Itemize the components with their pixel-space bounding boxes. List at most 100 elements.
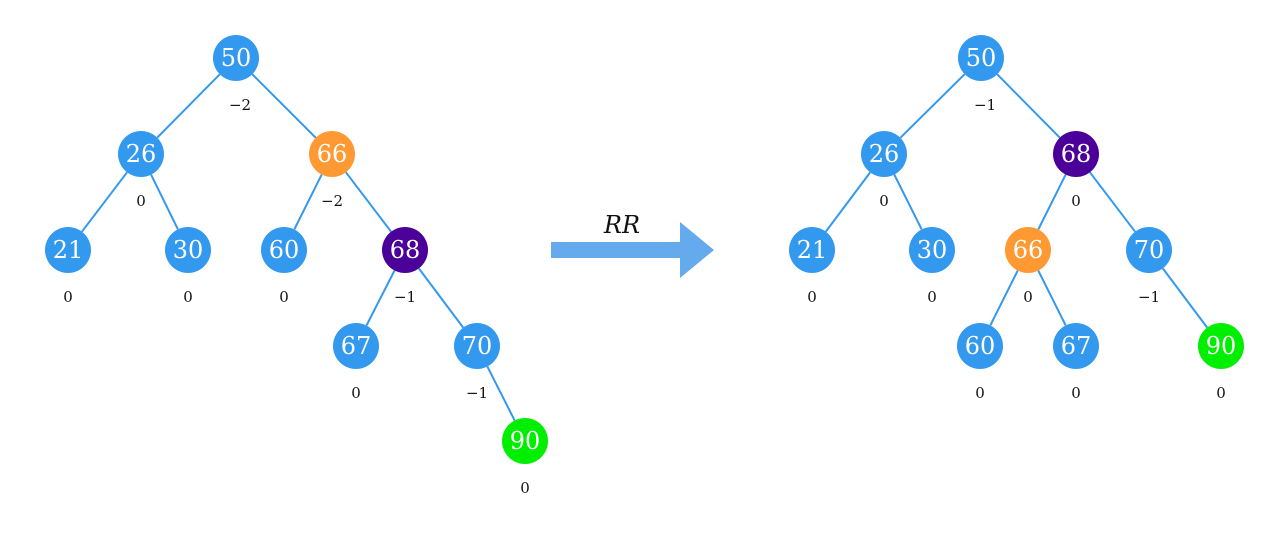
tree-node-60: 60 0 (261, 227, 307, 306)
node-value: 26 (869, 140, 900, 168)
node-circle (118, 131, 164, 177)
node-value: 67 (1061, 332, 1092, 360)
tree-edge (251, 73, 317, 139)
tree-node-26: 260 (118, 131, 164, 210)
node-circle (861, 131, 907, 177)
node-value: 21 (797, 236, 828, 264)
node-circle (213, 35, 259, 81)
tree-before-rotation: 50 −2 260 66 −2 21 0 30 0 60 0 68 −1 67 0 70 −1 90 0 (45, 35, 548, 497)
node-circle (1053, 131, 1099, 177)
balance-factor: 0 (975, 384, 985, 402)
balance-factor: 0 (520, 479, 530, 497)
balance-factor: 0 (279, 288, 289, 306)
tree-edge (1037, 174, 1067, 230)
balance-factor: −2 (229, 96, 251, 114)
node-value: 50 (966, 44, 997, 72)
tree-edge (1037, 270, 1067, 326)
tree-edge (417, 267, 465, 329)
tree-node-30: 30 0 (909, 227, 955, 306)
node-circle (1198, 323, 1244, 369)
node-circle (958, 35, 1004, 81)
balance-factor: 0 (1071, 192, 1081, 210)
node-circle (1053, 323, 1099, 369)
tree-edge (486, 366, 516, 421)
node-circle (333, 323, 379, 369)
tree-node-50: 50 −1 (958, 35, 1004, 114)
rotation-label: RR (603, 211, 640, 239)
node-value: 60 (269, 236, 300, 264)
tree-node-70: 70 −1 (454, 323, 500, 402)
tree-node-90: 90 0 (502, 418, 548, 497)
node-circle (454, 323, 500, 369)
node-value: 30 (917, 236, 948, 264)
node-value: 68 (390, 236, 421, 264)
rotation-arrow-group: RR (551, 211, 714, 278)
balance-factor: 0 (807, 288, 817, 306)
node-value: 70 (462, 332, 493, 360)
node-circle (1126, 227, 1172, 273)
node-circle (909, 227, 955, 273)
tree-edge (81, 171, 128, 233)
balance-factor: 0 (927, 288, 937, 306)
balance-factor: −1 (394, 288, 416, 306)
tree-edge (345, 171, 392, 233)
tree-node-26: 260 (861, 131, 907, 210)
tree-node-50: 50 −2 (213, 35, 259, 114)
tree-edge (1089, 171, 1136, 233)
node-value: 60 (965, 332, 996, 360)
tree-edge (156, 73, 221, 139)
tree-node-67: 67 0 (333, 323, 379, 402)
node-value: 90 (510, 427, 541, 455)
node-value: 70 (1134, 236, 1165, 264)
node-value: 68 (1061, 140, 1092, 168)
tree-edge (365, 270, 396, 326)
balance-factor: 0 (1071, 384, 1081, 402)
balance-factor: 0 (183, 288, 193, 306)
balance-factor: 0 (1023, 288, 1033, 306)
balance-factor: −2 (321, 192, 343, 210)
node-value: 90 (1206, 332, 1237, 360)
tree-node-60: 60 0 (957, 323, 1003, 402)
tree-edge (824, 171, 872, 233)
tree-edge (893, 174, 923, 230)
balance-factor: −1 (466, 384, 488, 402)
tree-after-rotation: 50 −1 260 68 0 21 0 30 0 66 0 70 −1 60 0 67 0 90 0 (789, 35, 1244, 402)
tree-node-70: 70 −1 (1126, 227, 1172, 306)
node-circle (165, 227, 211, 273)
tree-node-21: 21 0 (789, 227, 835, 306)
node-circle (261, 227, 307, 273)
node-circle (502, 418, 548, 464)
balance-factor: −1 (1138, 288, 1160, 306)
tree-edge (150, 174, 179, 230)
node-value: 66 (1013, 236, 1044, 264)
node-circle (309, 131, 355, 177)
node-circle (45, 227, 91, 273)
balance-factor: 0 (136, 192, 146, 210)
node-value: 67 (341, 332, 372, 360)
node-circle (789, 227, 835, 273)
balance-factor: −1 (974, 96, 996, 114)
tree-node-68: 68 −1 (382, 227, 428, 306)
tree-node-30: 30 0 (165, 227, 211, 306)
node-value: 30 (173, 236, 204, 264)
node-circle (1005, 227, 1051, 273)
tree-node-66: 66 −2 (309, 131, 355, 210)
node-value: 50 (221, 44, 252, 72)
tree-edge (899, 73, 966, 139)
tree-edge (996, 73, 1061, 139)
tree-node-67: 67 0 (1053, 323, 1099, 402)
node-circle (957, 323, 1003, 369)
tree-node-66: 66 0 (1005, 227, 1051, 306)
balance-factor: 0 (351, 384, 361, 402)
node-value: 21 (53, 236, 84, 264)
tree-edge (1162, 267, 1208, 329)
balance-factor: 0 (63, 288, 73, 306)
node-value: 66 (317, 140, 348, 168)
node-circle (382, 227, 428, 273)
tree-edge (293, 174, 323, 230)
right-arrow-icon (551, 222, 714, 278)
balance-factor: 0 (1216, 384, 1226, 402)
tree-node-90: 90 0 (1198, 323, 1244, 402)
tree-node-21: 21 0 (45, 227, 91, 306)
